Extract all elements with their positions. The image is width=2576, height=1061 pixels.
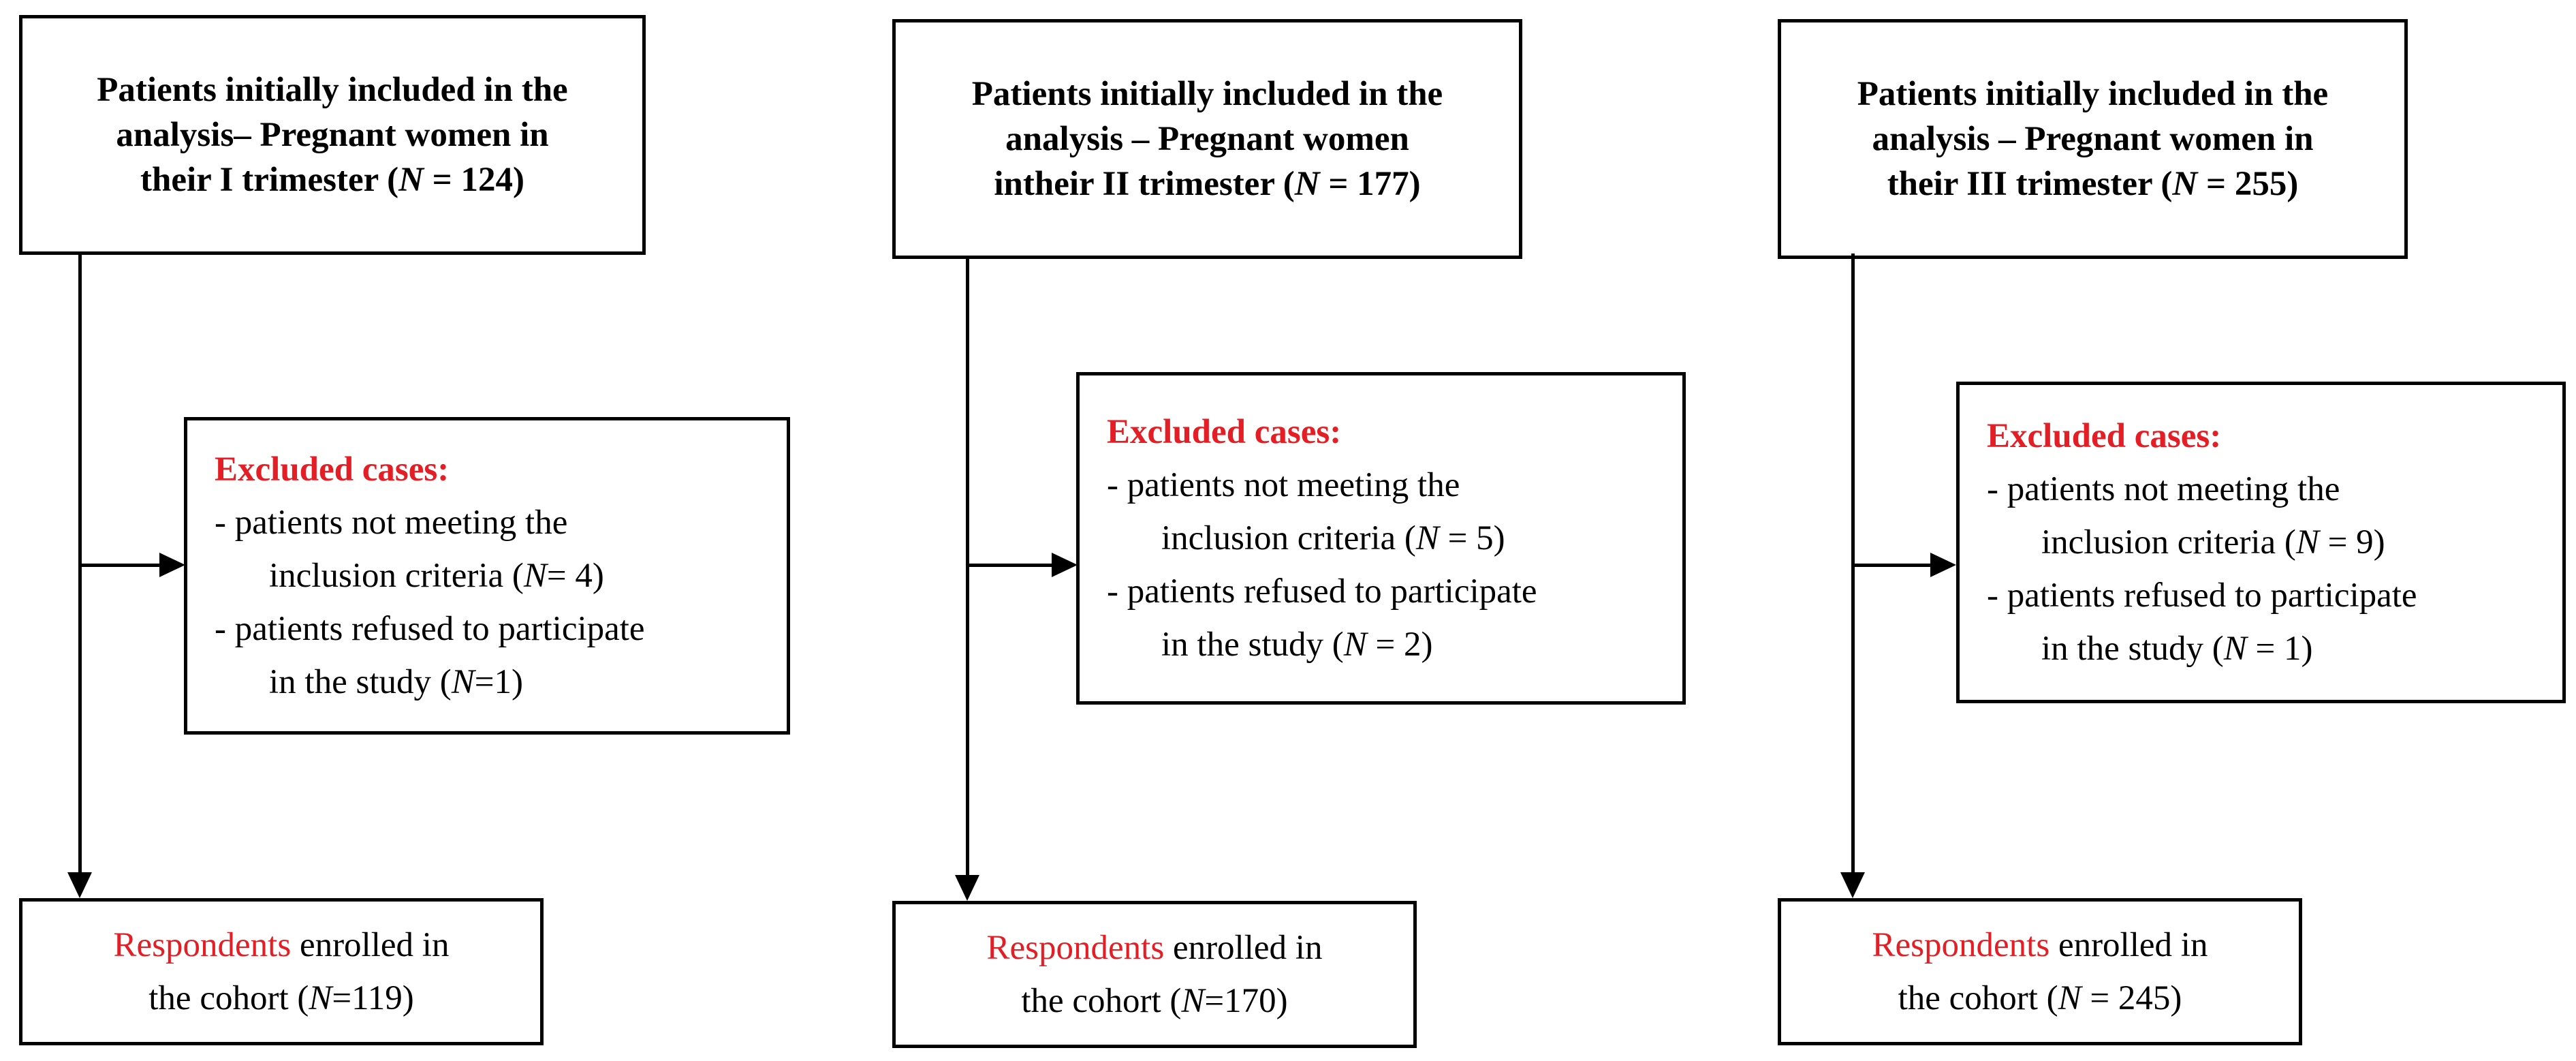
col3-main-line bbox=[1851, 253, 1855, 872]
col2-branch-arrowhead bbox=[1052, 553, 1078, 577]
col1-result-box: Respondents enrolled in the cohort (N=11… bbox=[19, 898, 544, 1045]
col3-initial-line1: Patients initially included in the bbox=[1857, 75, 2329, 113]
col3-excluded-box: Excluded cases: - patients not meeting t… bbox=[1956, 382, 2566, 703]
col2-initial-line1: Patients initially included in the bbox=[971, 75, 1443, 113]
col2-result-box: Respondents enrolled in the cohort (N=17… bbox=[892, 901, 1417, 1048]
col1-excluded-box: Excluded cases: - patients not meeting t… bbox=[184, 417, 790, 735]
col1-result-line1: Respondents enrolled in bbox=[113, 926, 450, 964]
col1-branch-line bbox=[80, 564, 161, 567]
col1-initial-line2: analysis– Pregnant women in bbox=[116, 116, 549, 154]
col3-initial-line3: their III trimester (N = 255) bbox=[1887, 165, 2299, 203]
col2-main-arrowhead bbox=[955, 875, 979, 901]
col2-excluded-box: Excluded cases: - patients not meeting t… bbox=[1076, 372, 1686, 705]
col3-main-arrowhead bbox=[1840, 872, 1865, 898]
col3-excluded-header: Excluded cases: bbox=[1987, 417, 2222, 455]
col3-result-line1: Respondents enrolled in bbox=[1872, 926, 2208, 964]
col2-main-line bbox=[966, 258, 969, 876]
col2-excluded-header: Excluded cases: bbox=[1107, 413, 1342, 451]
col3-branch-line bbox=[1853, 564, 1932, 567]
col1-initial-line3: their I trimester (N = 124) bbox=[140, 161, 524, 199]
col1-initial-box: Patients initially included in the analy… bbox=[19, 15, 646, 255]
col2-initial-box: Patients initially included in the analy… bbox=[892, 19, 1522, 259]
col2-excluded-item1: - patients not meeting the inclusion cri… bbox=[1107, 466, 1505, 557]
col1-excluded-item1: - patients not meeting the inclusion cri… bbox=[215, 504, 604, 595]
col1-initial-line1: Patients initially included in the bbox=[97, 71, 568, 109]
col2-initial-line3: intheir II trimester (N = 177) bbox=[994, 165, 1421, 203]
col2-result-line1: Respondents enrolled in bbox=[986, 929, 1323, 967]
col1-main-line bbox=[78, 253, 82, 874]
col3-excluded-item1: - patients not meeting the inclusion cri… bbox=[1987, 470, 2385, 562]
col1-result-line2: the cohort (N=119) bbox=[148, 979, 414, 1017]
col1-excluded-header: Excluded cases: bbox=[215, 450, 450, 489]
col3-result-line2: the cohort (N = 245) bbox=[1898, 979, 2182, 1017]
col2-branch-line bbox=[968, 564, 1053, 567]
col3-initial-box: Patients initially included in the analy… bbox=[1778, 19, 2408, 259]
col3-branch-arrowhead bbox=[1930, 553, 1956, 577]
col3-initial-line2: analysis – Pregnant women in bbox=[1872, 120, 2314, 158]
col1-excluded-item2: - patients refused to participate in the… bbox=[215, 610, 645, 701]
col3-result-box: Respondents enrolled in the cohort (N = … bbox=[1778, 898, 2302, 1045]
col2-excluded-item2: - patients refused to participate in the… bbox=[1107, 572, 1537, 664]
col1-main-arrowhead bbox=[67, 872, 92, 898]
col3-excluded-item2: - patients refused to participate in the… bbox=[1987, 576, 2417, 668]
col2-result-line2: the cohort (N=170) bbox=[1021, 982, 1288, 1020]
col2-initial-line2: analysis – Pregnant women bbox=[1005, 120, 1409, 158]
col1-branch-arrowhead bbox=[159, 553, 185, 577]
